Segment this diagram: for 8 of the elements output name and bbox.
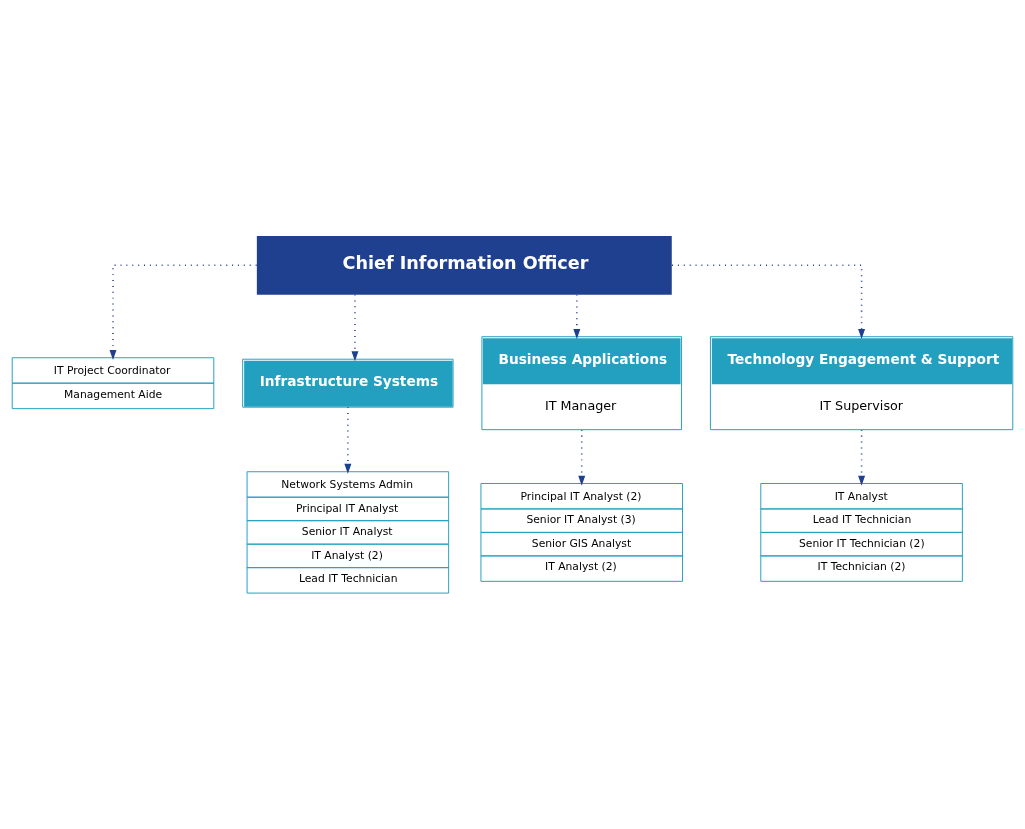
arrow [858, 429, 866, 486]
arrow [351, 293, 359, 362]
arrow [344, 406, 352, 474]
arrow [578, 429, 586, 486]
arrow [109, 264, 258, 360]
arrow [671, 264, 866, 339]
node-box: Chief Information Officer [256, 235, 672, 295]
arrow [573, 293, 581, 340]
